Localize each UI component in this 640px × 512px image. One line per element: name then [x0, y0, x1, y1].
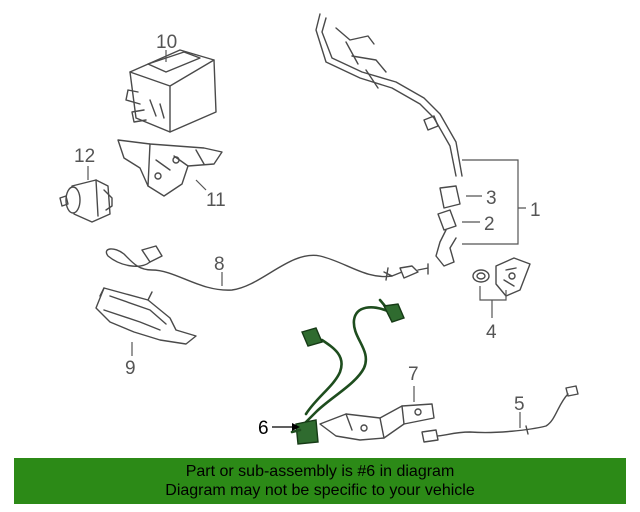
leader-4 [479, 286, 507, 318]
part-1-pipe-assembly[interactable] [315, 13, 463, 177]
callout-7[interactable]: 7 [408, 364, 419, 385]
leader-11 [195, 179, 207, 191]
banner-line-2: Diagram may not be specific to your vehi… [165, 482, 475, 499]
leader-1-2-3 [462, 159, 526, 245]
callout-9[interactable]: 9 [125, 358, 136, 379]
part-3-hose[interactable] [439, 185, 461, 209]
callout-10[interactable]: 10 [156, 32, 177, 53]
callout-11[interactable]: 11 [206, 190, 226, 211]
callout-3[interactable]: 3 [486, 188, 497, 209]
info-banner: Part or sub-assembly is #6 in diagram Di… [14, 458, 626, 504]
callout-5[interactable]: 5 [514, 394, 525, 415]
callout-12[interactable]: 12 [74, 146, 95, 167]
part-6-oxygen-sensor-highlighted[interactable] [290, 298, 405, 445]
part-8-oxygen-sensor[interactable] [105, 245, 429, 291]
callout-4[interactable]: 4 [486, 322, 497, 343]
part-12-solenoid[interactable] [59, 179, 113, 223]
part-10-canister[interactable] [125, 49, 217, 133]
callout-6[interactable]: 6 [258, 418, 269, 439]
part-5-rear-sensor[interactable] [421, 385, 579, 443]
part-2-connector[interactable] [435, 209, 457, 267]
arrow-6 [292, 423, 300, 431]
callout-8[interactable]: 8 [214, 254, 225, 275]
banner-line-1: Part or sub-assembly is #6 in diagram [185, 463, 455, 480]
part-11-bracket[interactable] [117, 139, 223, 197]
part-4-bracket[interactable] [472, 257, 531, 297]
callout-1[interactable]: 1 [530, 200, 541, 221]
part-7-support-bracket[interactable] [319, 403, 435, 441]
exploded-parts-diagram: 10 11 12 8 [59, 13, 579, 445]
callout-2[interactable]: 2 [484, 214, 495, 235]
part-9-heat-shield[interactable] [95, 287, 197, 345]
